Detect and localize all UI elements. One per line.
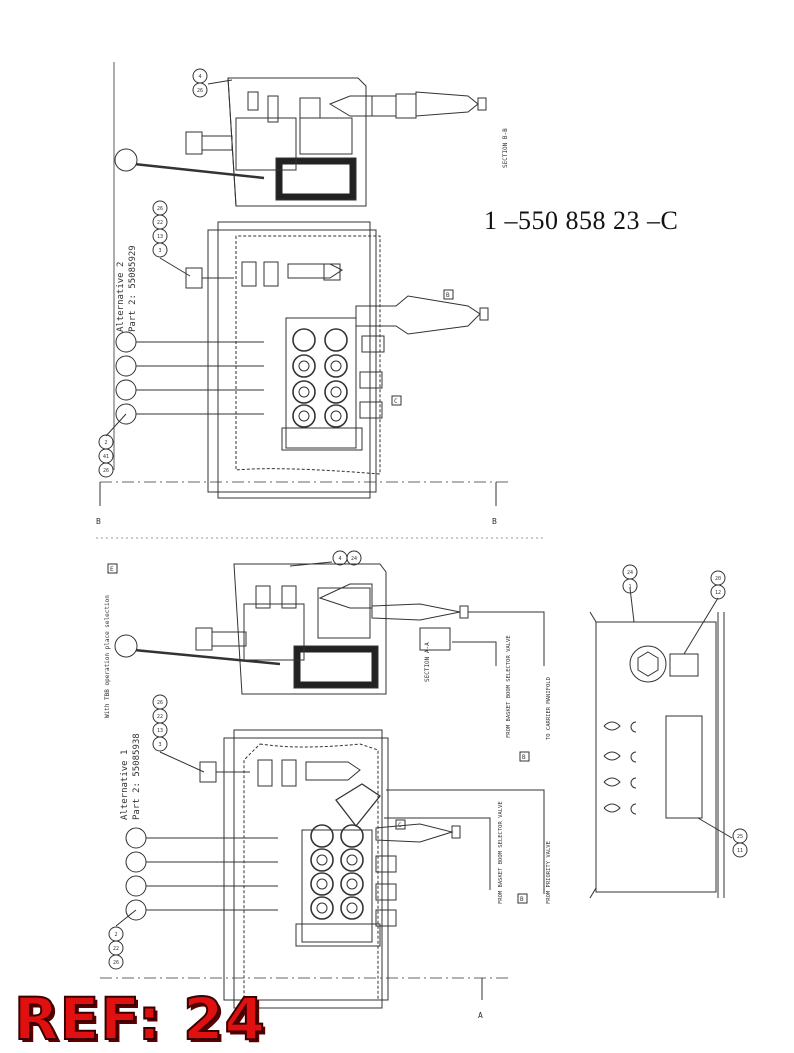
callout: 2: [114, 932, 117, 938]
annotation-to-carrier-manifold: TO CARRIER MANIFOLD: [546, 677, 552, 740]
box-label: C: [394, 398, 398, 405]
ref-label: REF: 24: [13, 984, 266, 1053]
callout: 4: [338, 556, 341, 562]
callout: 3: [158, 742, 161, 748]
alternative-1-title: Alternative 1: [120, 749, 130, 820]
section-a-label: SECTION A-A: [424, 642, 431, 682]
callout: 11: [737, 848, 743, 854]
box-label: B: [446, 292, 450, 299]
callout: 25: [737, 834, 743, 840]
alternative-2-part: Part 2: 55085929: [128, 245, 138, 332]
callout: 22: [157, 220, 163, 226]
upper-plan-view: [99, 221, 510, 506]
callout: 1: [628, 584, 631, 590]
callout: 24: [351, 556, 357, 562]
callout: 41: [103, 454, 109, 460]
callout: 13: [157, 728, 163, 734]
callout: 26: [113, 960, 119, 966]
section-marker: A: [478, 1011, 483, 1020]
callout: 24: [627, 570, 633, 576]
section-b-label: SECTION B-B: [502, 128, 509, 168]
callout: 13: [157, 234, 163, 240]
annotation-from-basket-boom-2: FROM BASKET BOOM SELECTOR VALVE: [498, 801, 504, 904]
lower-section-view: [114, 563, 545, 695]
callout: 26: [157, 700, 163, 706]
callout: 26: [197, 88, 203, 94]
lower-plan-view: [100, 729, 545, 1009]
callout: 12: [715, 590, 721, 596]
section-marker: B: [492, 517, 497, 526]
callout: 4: [198, 74, 201, 80]
note-box-label: E: [110, 566, 114, 573]
callout: 22: [113, 946, 119, 952]
box-label: B: [520, 896, 524, 903]
control-panel-view: [589, 587, 733, 899]
alternative-1-part: Part 2: 55085938: [132, 733, 142, 820]
callout: 2: [104, 440, 107, 446]
box-label: C: [398, 822, 402, 829]
callout-bubbles: [98, 68, 748, 970]
callout: 3: [158, 248, 161, 254]
document-number: 1 –550 858 23 –C: [484, 206, 679, 235]
annotation-from-priority-valve: FROM PRIORITY VALVE: [546, 841, 552, 904]
callout: 22: [157, 714, 163, 720]
box-label: B: [522, 754, 526, 761]
upper-section-view: [114, 77, 487, 207]
section-marker: B: [96, 517, 101, 526]
alternative-2-title: Alternative 2: [116, 261, 126, 332]
callout: 20: [715, 576, 721, 582]
annotation-from-basket-boom-1: FROM BASKET BOOM SELECTOR VALVE: [506, 635, 512, 738]
callout: 26: [157, 206, 163, 212]
tbb-note: With TBB operation place selection: [104, 595, 111, 718]
callout: 26: [103, 468, 109, 474]
